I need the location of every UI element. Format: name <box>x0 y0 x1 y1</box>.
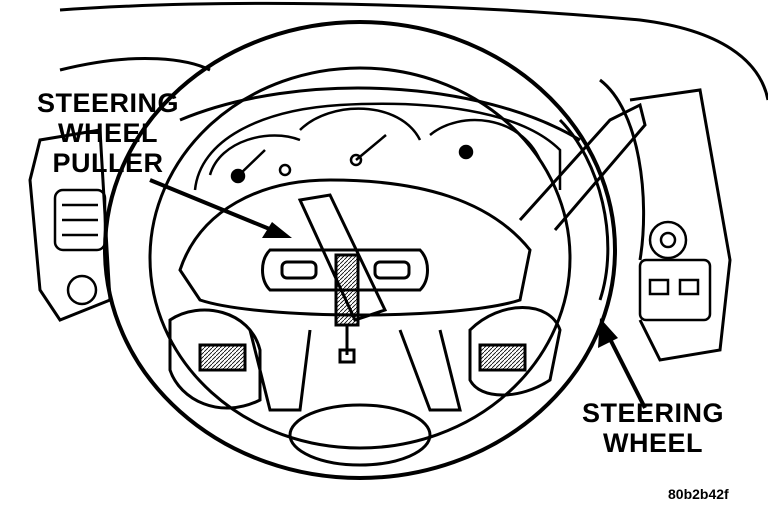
steering-wheel-puller-label: STEERING WHEEL PULLER <box>18 88 198 179</box>
puller-label-line-3: PULLER <box>52 148 164 179</box>
figure-code: 80b2b42f <box>668 486 729 502</box>
dashboard <box>28 1 768 362</box>
left-air-vent <box>53 188 107 306</box>
instrument-cluster <box>193 102 562 191</box>
steering-wheel-rim <box>103 20 617 480</box>
steering-wheel-label: STEERING WHEEL <box>568 398 738 458</box>
puller-label-line-2: WHEEL <box>58 118 158 149</box>
turn-signal-stalk <box>518 102 647 231</box>
wheel-leader-arrow <box>598 318 647 409</box>
steering-wheel-puller <box>261 193 429 364</box>
steering-wheel-hub <box>168 178 562 467</box>
right-climate-controls <box>638 220 712 322</box>
wheel-label-line-1: STEERING <box>581 398 725 428</box>
puller-leader-arrow <box>149 178 292 238</box>
wheel-label-line-2: WHEEL <box>603 428 703 459</box>
puller-label-line-1: STEERING <box>36 88 180 118</box>
